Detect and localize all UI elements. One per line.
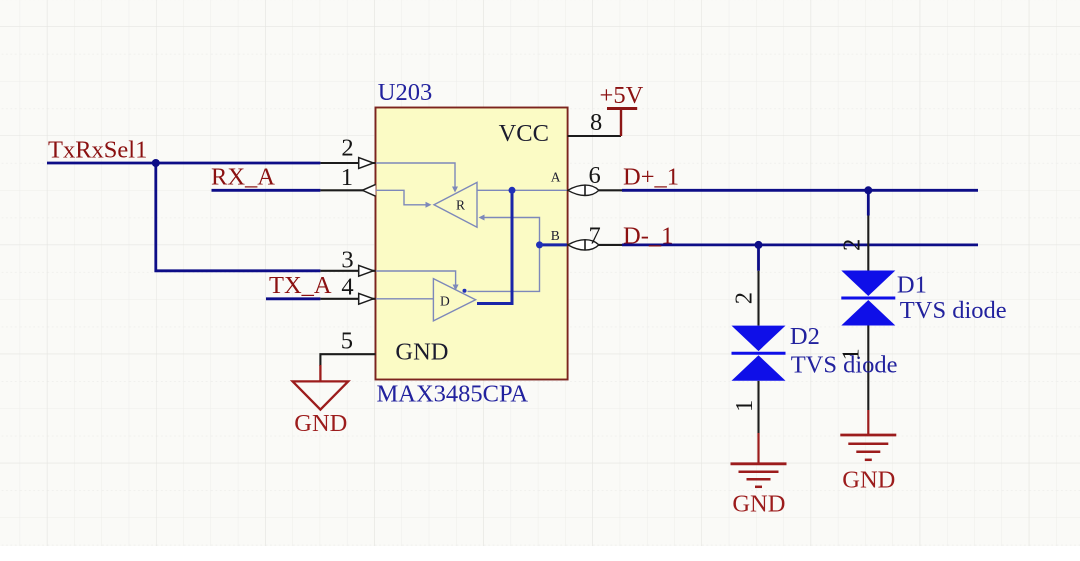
- svg-text:TVS diode: TVS diode: [900, 297, 1007, 324]
- svg-text:TxRxSel1: TxRxSel1: [48, 137, 147, 164]
- svg-text:1: 1: [341, 164, 353, 191]
- svg-text:TVS diode: TVS diode: [791, 352, 898, 379]
- svg-text:MAX3485CPA: MAX3485CPA: [377, 381, 529, 408]
- svg-text:B: B: [551, 228, 560, 243]
- svg-text:VCC: VCC: [499, 120, 549, 147]
- svg-text:D: D: [440, 294, 450, 309]
- svg-text:2: 2: [341, 135, 353, 162]
- svg-text:2: 2: [731, 292, 758, 304]
- svg-text:2: 2: [839, 239, 866, 251]
- svg-text:GND: GND: [294, 410, 347, 437]
- svg-text:A: A: [551, 170, 561, 185]
- svg-text:GND: GND: [732, 491, 785, 518]
- svg-text:D+_1: D+_1: [623, 164, 679, 191]
- svg-text:R: R: [456, 198, 465, 213]
- svg-text:3: 3: [341, 247, 353, 274]
- svg-text:D2: D2: [790, 323, 820, 350]
- svg-text:8: 8: [590, 109, 602, 136]
- svg-text:GND: GND: [842, 467, 895, 494]
- svg-text:7: 7: [589, 223, 601, 250]
- svg-text:GND: GND: [395, 339, 448, 366]
- svg-text:6: 6: [589, 162, 601, 189]
- svg-text:D1: D1: [897, 272, 927, 299]
- svg-text:+5V: +5V: [600, 82, 644, 109]
- svg-text:TX_A: TX_A: [269, 272, 332, 299]
- svg-text:1: 1: [838, 348, 865, 360]
- svg-text:U203: U203: [378, 79, 432, 106]
- svg-text:5: 5: [341, 328, 353, 355]
- svg-text:D-_1: D-_1: [623, 223, 673, 250]
- svg-text:1: 1: [731, 400, 758, 412]
- svg-text:RX_A: RX_A: [211, 164, 275, 191]
- svg-text:4: 4: [341, 273, 353, 300]
